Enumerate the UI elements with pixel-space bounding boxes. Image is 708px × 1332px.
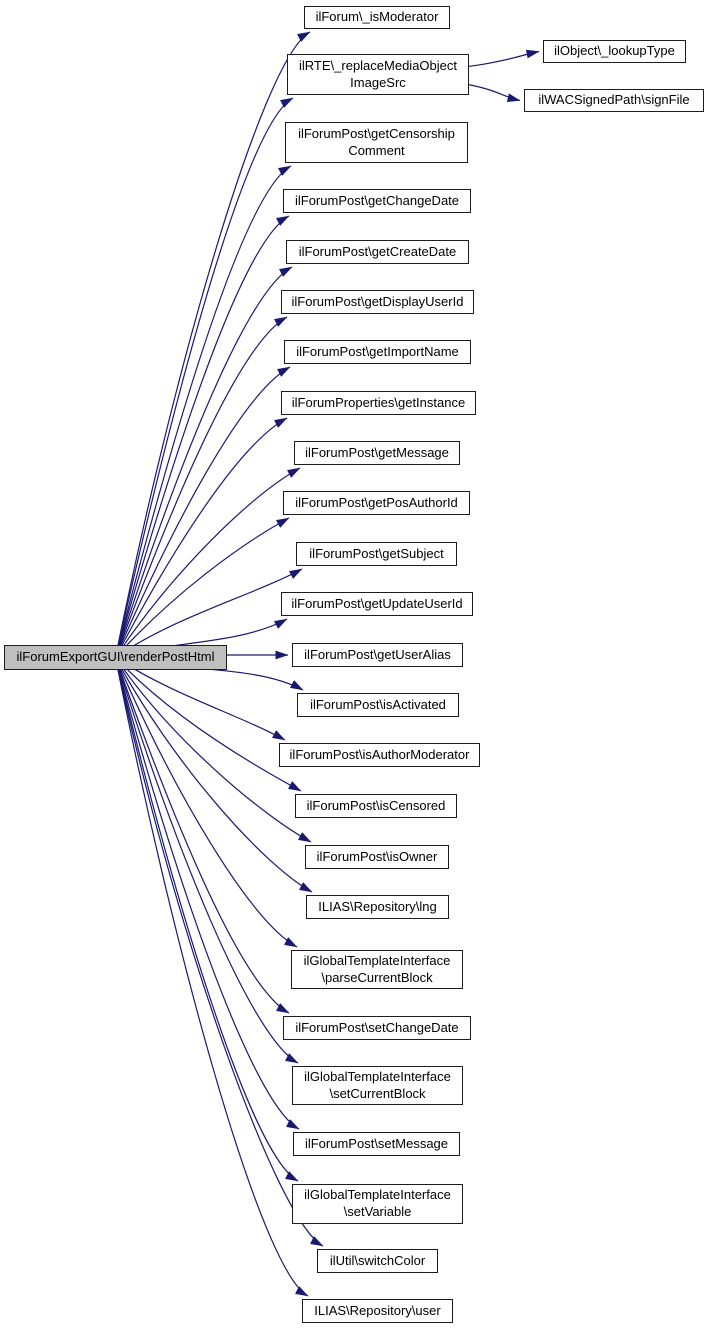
edge-renderPostHtml-to-user <box>114 657 309 1297</box>
node-label: ilForumPost\getCensorship <box>298 125 455 141</box>
node-parseCurrentBlock[interactable]: ilGlobalTemplateInterface\parseCurrentBl… <box>291 950 463 989</box>
edge-renderPostHtml-to-setChangeDate <box>114 657 290 1014</box>
node-label: ilForumPost\isCensored <box>306 797 446 813</box>
node-label: ilGlobalTemplateInterface <box>304 1068 451 1084</box>
node-getImportName[interactable]: ilForumPost\getImportName <box>284 340 471 364</box>
edge-renderPostHtml-to-getDisplayUserId <box>114 316 288 658</box>
node-switchColor[interactable]: ilUtil\switchColor <box>317 1249 438 1273</box>
node-getUpdateUserId[interactable]: ilForumPost\getUpdateUserId <box>281 592 473 616</box>
node-label: ilForumPost\getDisplayUserId <box>291 293 464 309</box>
node-lookupType[interactable]: ilObject\_lookupType <box>543 40 686 63</box>
node-label: ilForumExportGUI\renderPostHtml <box>16 649 215 665</box>
node-lng[interactable]: ILIAS\Repository\lng <box>306 895 449 919</box>
node-label: ilForumPost\getChangeDate <box>294 192 460 208</box>
node-renderPostHtml[interactable]: ilForumExportGUI\renderPostHtml <box>4 645 227 670</box>
node-getPosAuthorId[interactable]: ilForumPost\getPosAuthorId <box>283 491 470 515</box>
node-label: ilForumPost\getUserAlias <box>304 646 451 662</box>
node-label: ILIAS\Repository\user <box>314 1302 441 1318</box>
node-label: \setVariable <box>343 1204 412 1219</box>
node-label: Comment <box>348 142 405 158</box>
node-label: \parseCurrentBlock <box>321 969 433 985</box>
node-label: ImageSrc <box>350 74 406 90</box>
edge-renderPostHtml-to-setVariable <box>114 657 299 1182</box>
node-setMessage[interactable]: ilForumPost\setMessage <box>293 1132 460 1156</box>
node-setVariable[interactable]: ilGlobalTemplateInterface\setVariable <box>292 1184 463 1224</box>
node-label: ilForumPost\isOwner <box>316 848 438 864</box>
node-label: \setCurrentBlock <box>329 1085 426 1101</box>
node-getSubject[interactable]: ilForumPost\getSubject <box>296 542 457 566</box>
edge-renderPostHtml-to-parseCurrentBlock <box>114 657 298 948</box>
node-label: ilForumPost\getCreateDate <box>298 243 457 259</box>
node-label: ilForumPost\getImportName <box>296 343 459 359</box>
node-label: ilUtil\switchColor <box>329 1252 426 1268</box>
node-signFile[interactable]: ilWACSignedPath\signFile <box>524 89 704 112</box>
edge-renderPostHtml-to-replaceMediaObjectImageSrc <box>114 97 294 658</box>
node-label: ilForumPost\getMessage <box>305 444 449 460</box>
edge-renderPostHtml-to-getCensorshipComment <box>114 165 292 658</box>
node-isModerator[interactable]: ilForum\_isModerator <box>304 6 450 29</box>
node-getCreateDate[interactable]: ilForumPost\getCreateDate <box>286 240 469 264</box>
node-isOwner[interactable]: ilForumPost\isOwner <box>305 845 449 869</box>
node-getMessage[interactable]: ilForumPost\getMessage <box>294 441 460 465</box>
node-label: ilForumPost\getUpdateUserId <box>291 595 463 611</box>
edge-renderPostHtml-to-setMessage <box>114 657 300 1130</box>
node-getChangeDate[interactable]: ilForumPost\getChangeDate <box>283 189 471 213</box>
edge-renderPostHtml-to-lng <box>114 657 313 893</box>
node-label: ilGlobalTemplateInterface <box>304 1187 451 1203</box>
edge-renderPostHtml-to-isModerator <box>114 31 311 658</box>
node-label: ilForumPost\setMessage <box>304 1135 449 1151</box>
edge-renderPostHtml-to-isOwner <box>115 657 312 843</box>
node-getDisplayUserId[interactable]: ilForumPost\getDisplayUserId <box>281 290 474 314</box>
edge-renderPostHtml-to-getPosAuthorId <box>115 517 290 658</box>
node-label: ilRTE\_replaceMediaObject <box>299 57 457 73</box>
edge-renderPostHtml-to-getChangeDate <box>114 215 290 658</box>
node-setCurrentBlock[interactable]: ilGlobalTemplateInterface\setCurrentBloc… <box>292 1066 463 1105</box>
node-getInstance[interactable]: ilForumProperties\getInstance <box>281 391 476 415</box>
node-label: ilForumPost\getPosAuthorId <box>295 494 458 510</box>
edge-renderPostHtml-to-isCensored <box>115 657 302 792</box>
node-label: ilForumPost\isAuthorModerator <box>289 746 470 762</box>
edge-renderPostHtml-to-setCurrentBlock <box>114 657 299 1064</box>
node-setChangeDate[interactable]: ilForumPost\setChangeDate <box>283 1016 471 1040</box>
node-label: ilForumPost\isActivated <box>310 696 446 712</box>
edge-renderPostHtml-to-getInstance <box>114 417 288 658</box>
node-label: ilForumProperties\getInstance <box>291 394 466 410</box>
node-isAuthorModerator[interactable]: ilForumPost\isAuthorModerator <box>279 743 480 767</box>
node-label: ilForumPost\getSubject <box>309 545 444 561</box>
edge-renderPostHtml-to-getSubject <box>115 568 303 658</box>
node-label: ilWACSignedPath\signFile <box>538 92 690 108</box>
node-label: ilGlobalTemplateInterface <box>303 952 451 968</box>
node-label: ilObject\_lookupType <box>554 43 675 59</box>
node-label: ilForum\_isModerator <box>315 9 439 25</box>
node-label: ilForumPost\setChangeDate <box>295 1019 459 1035</box>
node-isActivated[interactable]: ilForumPost\isActivated <box>297 693 459 717</box>
node-label: ILIAS\Repository\lng <box>318 898 437 914</box>
edge-renderPostHtml-to-getImportName <box>114 366 291 658</box>
edge-renderPostHtml-to-getMessage <box>114 467 301 658</box>
node-user[interactable]: ILIAS\Repository\user <box>302 1299 453 1323</box>
edge-renderPostHtml-to-getCreateDate <box>114 266 293 658</box>
node-isCensored[interactable]: ilForumPost\isCensored <box>295 794 457 818</box>
node-getUserAlias[interactable]: ilForumPost\getUserAlias <box>292 643 463 667</box>
